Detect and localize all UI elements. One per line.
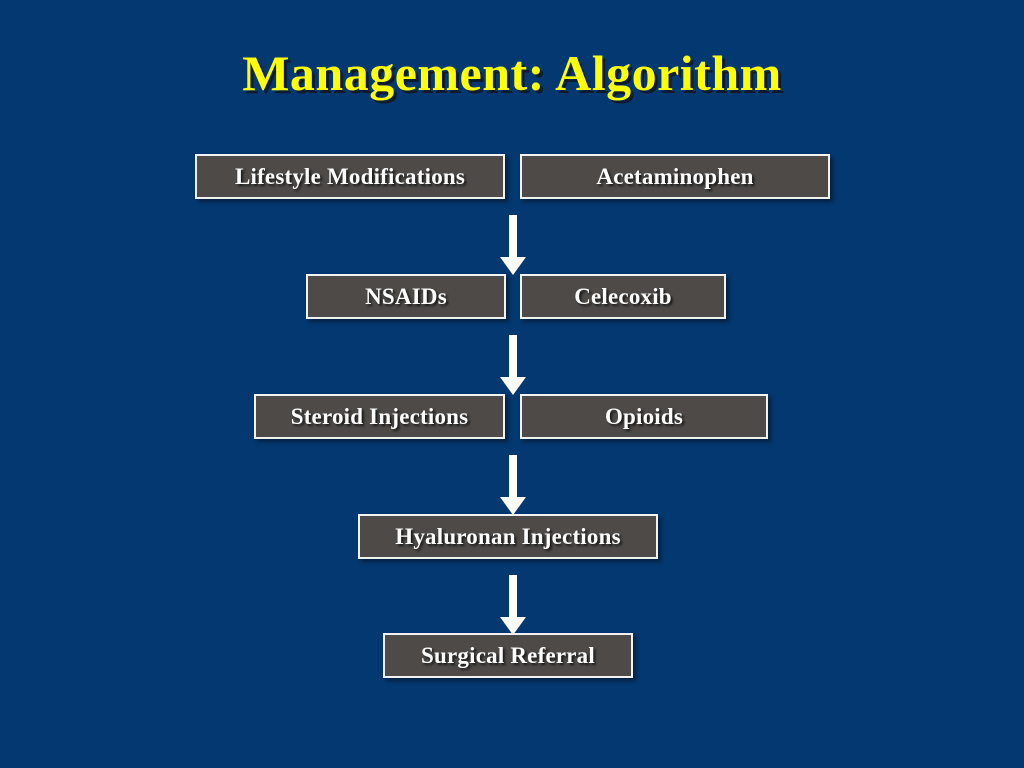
- page-title: Management: Algorithm: [242, 45, 782, 101]
- arrow-row1-to-row2-icon: [500, 215, 526, 275]
- arrow-row4-to-row5-icon: [500, 575, 526, 635]
- flow-box-lifestyle-modifications[interactable]: Lifestyle Modifications: [195, 154, 505, 199]
- flow-box-label: Lifestyle Modifications: [234, 163, 466, 189]
- arrow-row3-to-row4-icon: [500, 455, 526, 515]
- flow-box-label: Opioids: [604, 403, 684, 429]
- flow-box-celecoxib[interactable]: Celecoxib: [520, 274, 726, 319]
- flow-box-label: NSAIDs: [365, 283, 447, 309]
- flow-box-label: Acetaminophen: [596, 163, 754, 189]
- flow-box-acetaminophen[interactable]: Acetaminophen: [520, 154, 830, 199]
- flow-box-steroid-injections[interactable]: Steroid Injections: [254, 394, 505, 439]
- flow-box-label: Surgical Referral: [421, 642, 595, 668]
- arrow-row2-to-row3-icon: [500, 335, 526, 395]
- flow-box-label: Celecoxib: [574, 283, 672, 309]
- flow-box-surgical-referral[interactable]: Surgical Referral: [383, 633, 633, 678]
- flow-box-label: Hyaluronan Injections: [395, 523, 621, 549]
- flow-box-hyaluronan-injections[interactable]: Hyaluronan Injections: [358, 514, 658, 559]
- flow-box-opioids[interactable]: Opioids: [520, 394, 768, 439]
- flow-box-nsaids[interactable]: NSAIDs: [306, 274, 506, 319]
- flow-box-label: Steroid Injections: [290, 403, 469, 429]
